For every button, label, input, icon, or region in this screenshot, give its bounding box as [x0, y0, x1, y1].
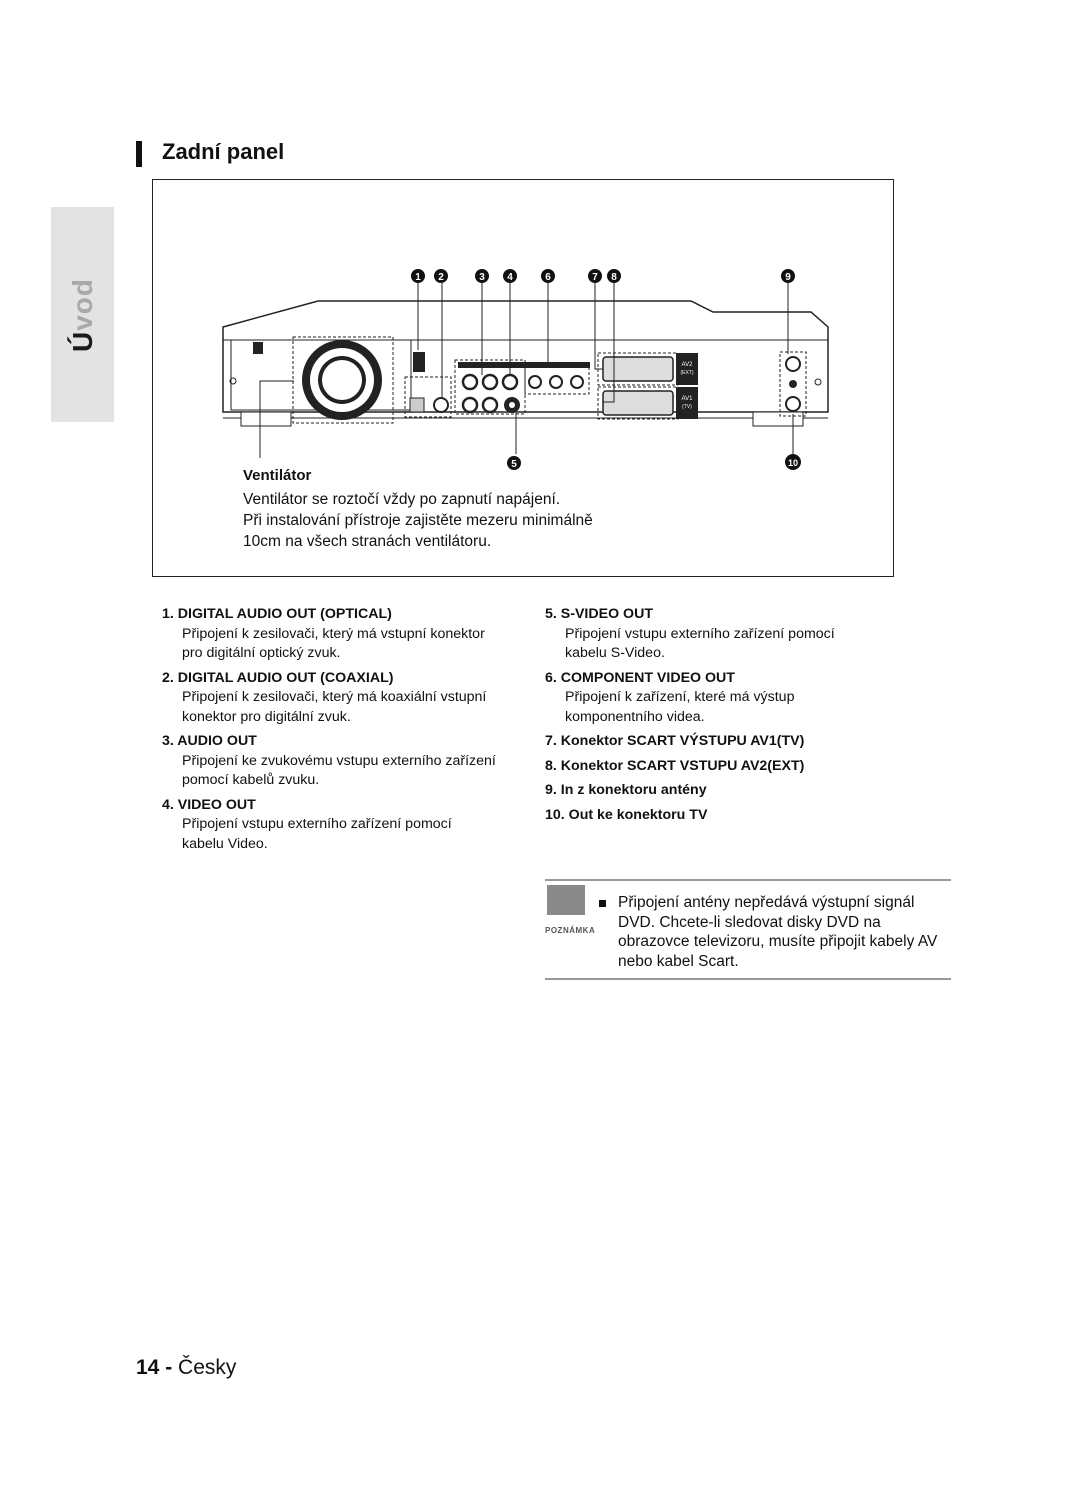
list-item: 5. S-VIDEO OUT Připojení vstupu externíh… — [545, 606, 835, 661]
svg-text:8: 8 — [611, 272, 617, 283]
list-item: 1. DIGITAL AUDIO OUT (OPTICAL) Připojení… — [162, 606, 485, 661]
page-title: Zadní panel — [162, 139, 285, 164]
callout-1: 1 — [411, 269, 425, 283]
list-item: 8. Konektor SCART VSTUPU AV2(EXT) — [545, 757, 805, 774]
callout-3: 3 — [475, 269, 489, 283]
rear-panel-figure: AV2 (EXT) AV1 (TV) 1 2 3 4 5 6 7 8 9 10 — [152, 179, 894, 577]
svg-text:10: 10 — [788, 458, 798, 468]
connector-list-left: 1. DIGITAL AUDIO OUT (OPTICAL) Připojení… — [162, 605, 522, 859]
bullet-icon — [599, 900, 606, 907]
page-number: 14 - — [136, 1356, 173, 1379]
note-label: POZNÁMKA — [545, 926, 596, 935]
note-box: POZNÁMKA Připojení antény nepředává výst… — [545, 879, 951, 980]
av1-sub-label: (TV) — [682, 404, 692, 410]
av2-label: AV2 — [682, 362, 694, 368]
list-item: 9. In z konektoru antény — [545, 782, 707, 798]
svg-text:3: 3 — [479, 272, 485, 283]
fan-line: Ventilátor se roztočí vždy po zapnutí na… — [243, 491, 561, 508]
svg-text:2: 2 — [438, 272, 444, 283]
section-tab-label: Úvod — [66, 277, 98, 352]
av2-sub-label: (EXT) — [680, 370, 693, 376]
page-footer: 14 - Česky — [136, 1356, 236, 1380]
callout-5: 5 — [507, 456, 521, 470]
section-tab: Úvod — [51, 207, 114, 422]
svg-text:5: 5 — [511, 459, 517, 470]
note-text: Připojení antény nepředává výstupní sign… — [618, 894, 938, 970]
callout-10: 10 — [785, 454, 801, 470]
fan-line: Při instalování přístroje zajistěte meze… — [243, 512, 593, 529]
callout-9: 9 — [781, 269, 795, 283]
callout-7: 7 — [588, 269, 602, 283]
list-item: 4. VIDEO OUT Připojení vstupu externího … — [162, 796, 452, 852]
svg-text:9: 9 — [785, 272, 791, 283]
svg-text:7: 7 — [592, 272, 598, 283]
list-item: 7. Konektor SCART VÝSTUPU AV1(TV) — [545, 733, 805, 749]
pencil-icon — [547, 885, 585, 915]
callout-8: 8 — [607, 269, 621, 283]
av1-label: AV1 — [682, 396, 694, 402]
fan-heading: Ventilátor — [243, 467, 312, 484]
callout-2: 2 — [434, 269, 448, 283]
fan-line: 10cm na všech stranách ventilátoru. — [243, 533, 492, 550]
list-item: 6. COMPONENT VIDEO OUT Připojení k zaříz… — [545, 669, 795, 725]
svg-text:6: 6 — [545, 272, 551, 283]
callout-6: 6 — [541, 269, 555, 283]
list-item: 10. Out ke konektoru TV — [545, 806, 708, 823]
callout-4: 4 — [503, 269, 517, 283]
title-marker — [136, 141, 142, 167]
list-item: 2. DIGITAL AUDIO OUT (COAXIAL) Připojení… — [162, 669, 487, 725]
language-label: Česky — [178, 1356, 237, 1379]
list-item: 3. AUDIO OUT Připojení ke zvukovému vstu… — [162, 733, 496, 788]
svg-text:4: 4 — [507, 272, 513, 283]
rear-panel-diagram: AV2 (EXT) AV1 (TV) 1 2 3 4 5 6 7 8 9 10 — [222, 269, 829, 470]
connector-list-right: 5. S-VIDEO OUT Připojení vstupu externíh… — [545, 605, 925, 830]
svg-text:1: 1 — [415, 272, 421, 283]
fan-description: Ventilátor se roztočí vždy po zapnutí na… — [243, 489, 683, 552]
